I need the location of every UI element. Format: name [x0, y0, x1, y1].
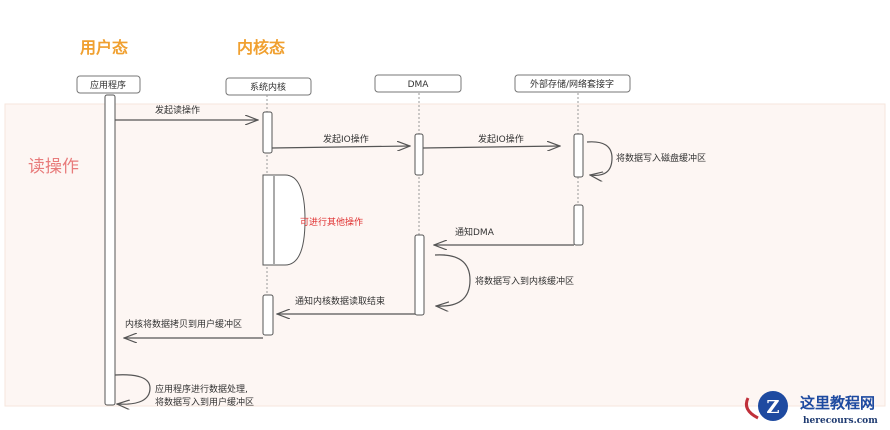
msg-start-read: 发起读操作: [155, 104, 200, 116]
kernel-other-work-block: [262, 174, 306, 266]
msg-disk-buffer: 将数据写入磁盘缓冲区: [616, 152, 706, 164]
msg-read-done: 通知内核数据读取结束: [295, 295, 385, 307]
app-activation: [104, 94, 116, 406]
arrow-kernel-io: [271, 146, 410, 148]
msg-dma-io: 发起IO操作: [478, 133, 524, 145]
logo-z-icon: [758, 391, 788, 421]
msg-other-work: 可进行其他操作: [300, 216, 363, 228]
msg-app-process-line1: 应用程序进行数据处理,: [155, 383, 248, 395]
arrow-dma-io: [422, 146, 560, 148]
participant-app-label: 应用程序: [90, 79, 126, 91]
msg-kernel-buffer: 将数据写入到内核缓冲区: [475, 275, 574, 287]
msg-kernel-io: 发起IO操作: [323, 133, 369, 145]
participant-dma: DMA: [374, 74, 462, 93]
participant-kernel: 系统内核: [225, 77, 312, 96]
kernel-mode-header: 内核态: [237, 38, 285, 57]
msg-copy-user: 内核将数据拷贝到用户缓冲区: [125, 318, 242, 330]
watermark-title: 这里教程网: [800, 394, 875, 412]
arrow-disk-buffer-loop: [586, 141, 613, 176]
participant-kernel-label: 系统内核: [250, 81, 286, 93]
logo-swoosh-icon: [744, 397, 759, 420]
watermark-logo: Z 这里教程网 herecours.com: [744, 391, 878, 426]
kernel-activation-2: [262, 294, 274, 336]
participant-app: 应用程序: [76, 75, 141, 94]
dma-activation-2: [414, 234, 425, 316]
external-activation-1: [573, 133, 584, 178]
dma-activation-1: [414, 133, 424, 176]
user-mode-header: 用户态: [80, 38, 128, 57]
section-label: 读操作: [28, 157, 79, 177]
msg-notify-dma: 通知DMA: [455, 226, 495, 238]
arrow-kernel-buffer-loop: [435, 254, 471, 306]
participant-external-label: 外部存储/网络套接字: [530, 78, 614, 90]
external-activation-2: [573, 204, 584, 246]
msg-app-process-line2: 将数据写入到用户缓冲区: [155, 396, 254, 408]
watermark-domain: herecours.com: [803, 416, 878, 426]
participant-dma-label: DMA: [408, 80, 430, 90]
arrow-app-process-loop: [114, 374, 151, 404]
svg-text:Z: Z: [766, 397, 779, 418]
participant-external: 外部存储/网络套接字: [514, 74, 631, 93]
kernel-activation-1: [262, 111, 273, 154]
